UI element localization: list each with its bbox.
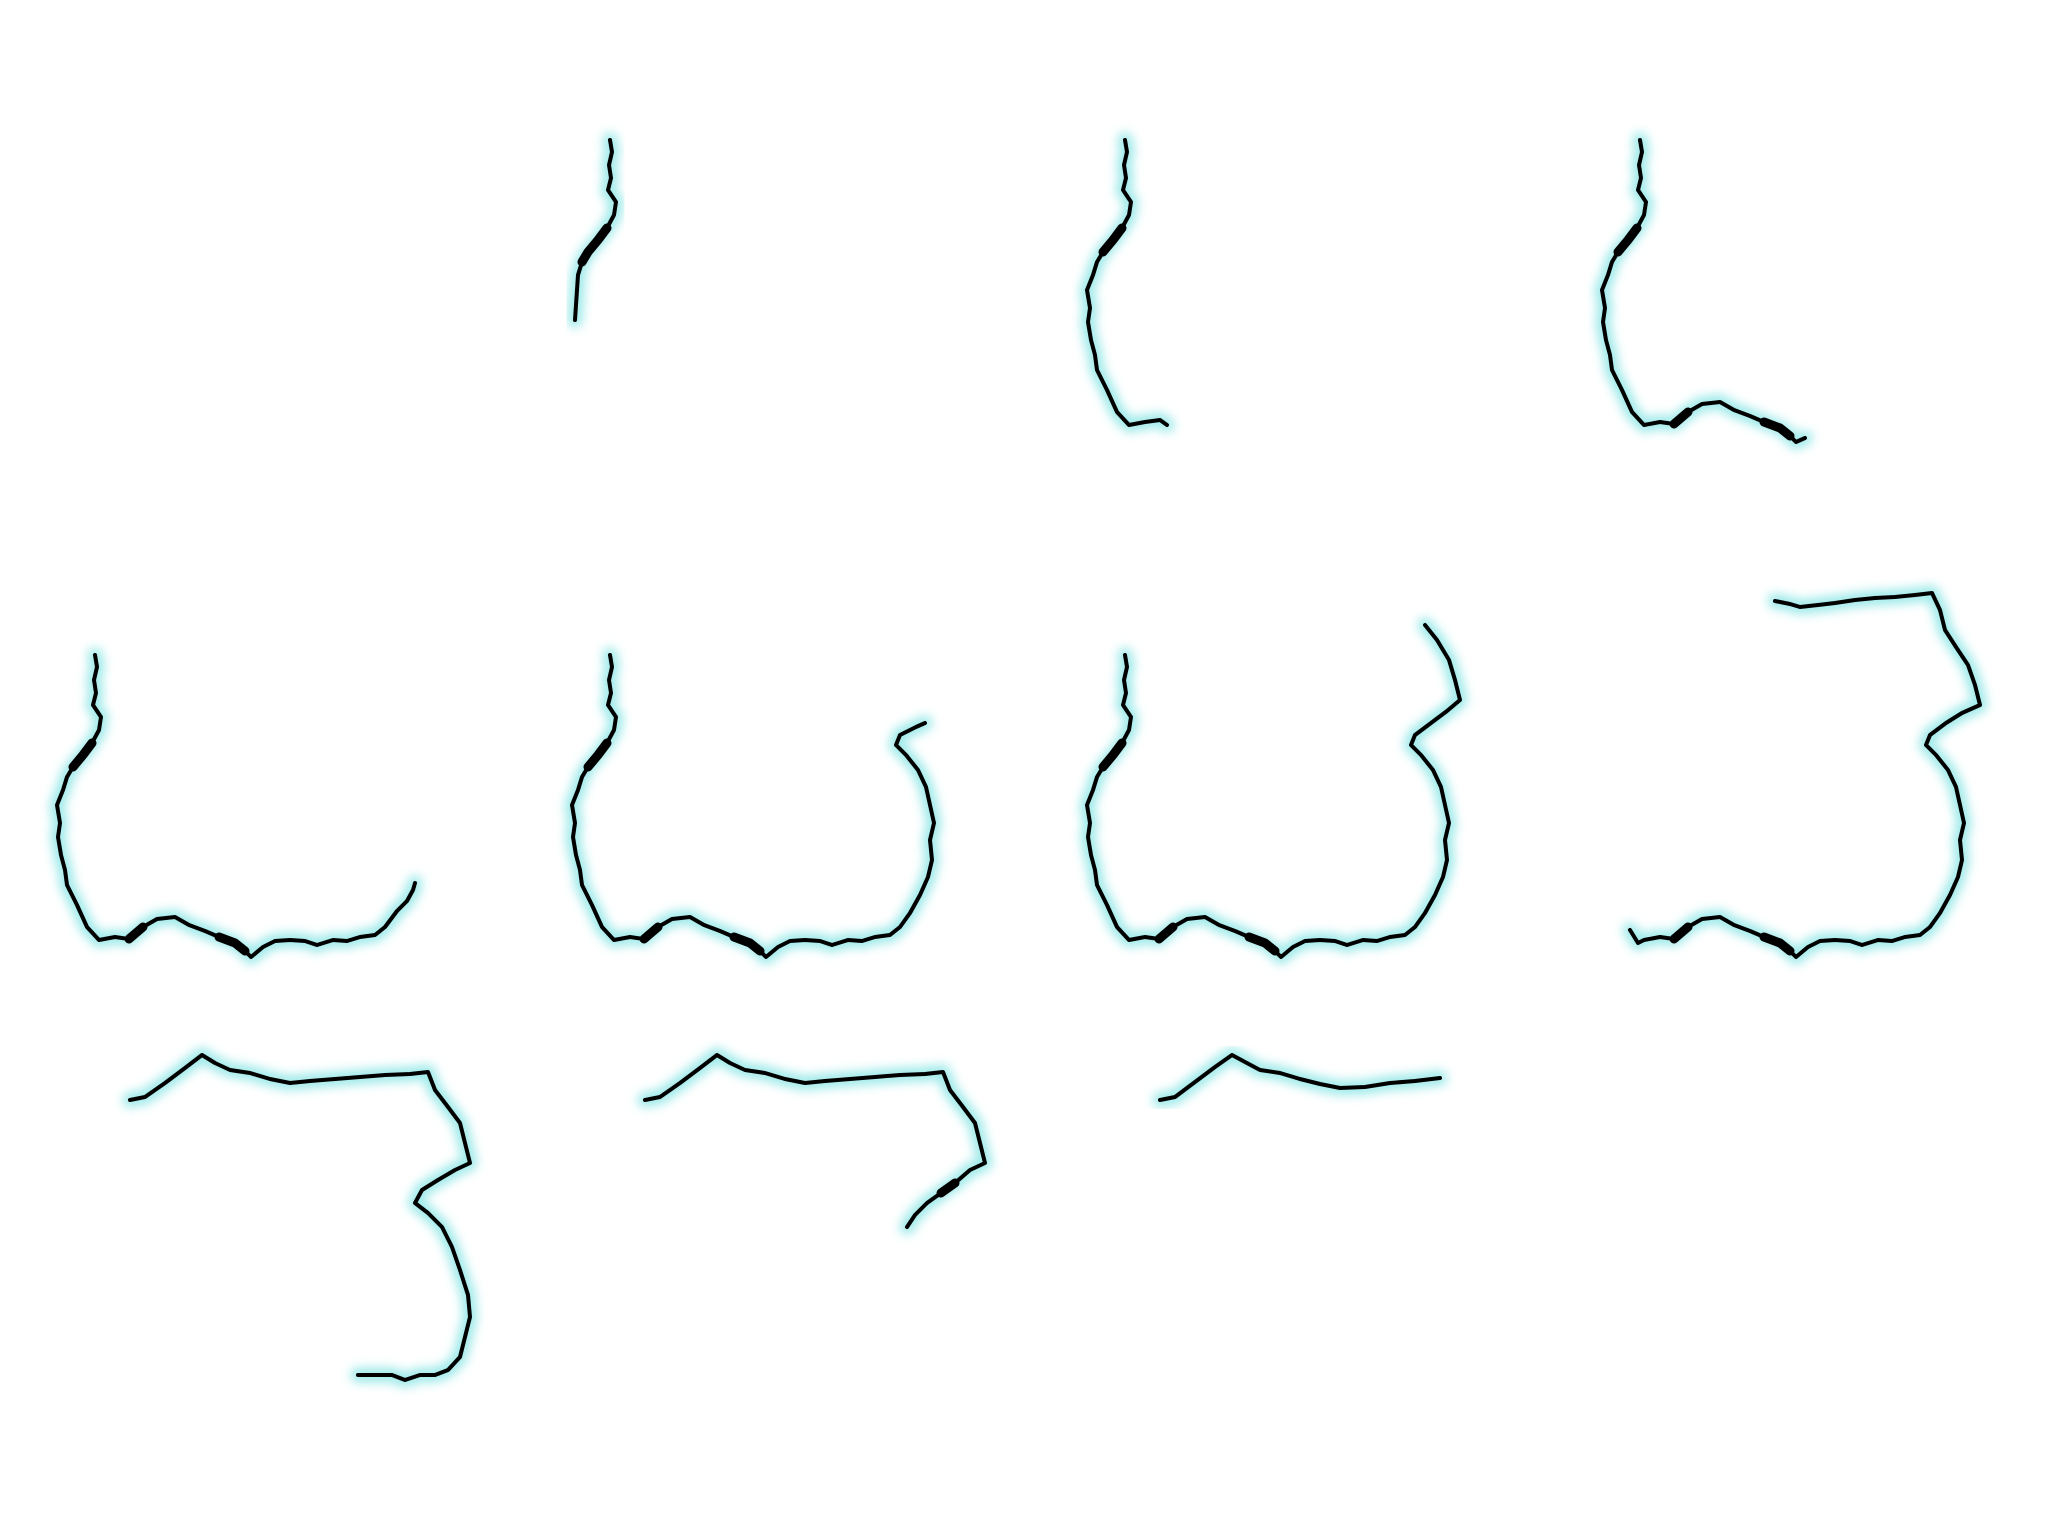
crack-frame-7 [1622,585,1988,965]
crack-frame-4 [49,647,423,965]
crack-frame-2 [1079,132,1175,433]
crack-frame-5 [564,647,942,965]
crack-frame-1 [567,132,624,328]
crack-frame-9 [637,1047,993,1235]
crack-frame-3 [1594,132,1813,450]
crack-frame-6 [1079,617,1468,965]
crack-frame-10 [1152,1047,1448,1108]
crack-frame-8 [122,1047,478,1388]
